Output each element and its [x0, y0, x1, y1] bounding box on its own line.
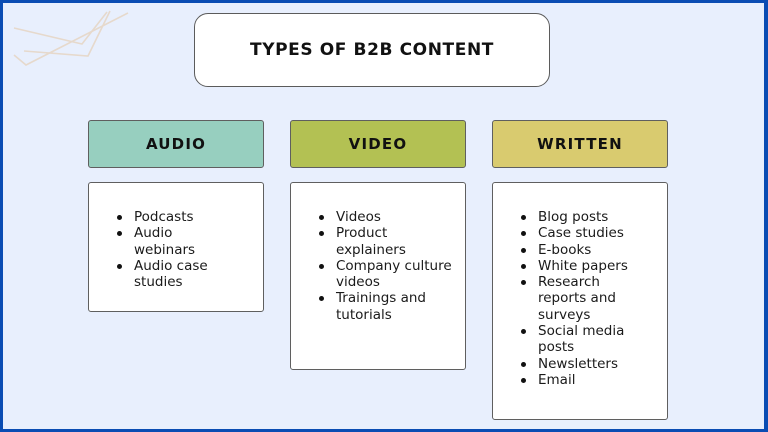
video-list-box: Videos Product explainers Company cultur… — [290, 182, 466, 370]
list-item: Audio case studies — [117, 258, 237, 291]
written-header: WRITTEN — [492, 120, 668, 168]
audio-list-box: Podcasts Audio webinars Audio case studi… — [88, 182, 264, 312]
bullet-icon — [521, 361, 526, 367]
bullet-icon — [521, 329, 526, 335]
list-item: Company culture videos — [319, 258, 461, 291]
bullet-icon — [521, 263, 526, 269]
list-item: Research reports and surveys — [521, 274, 646, 323]
bullet-icon — [319, 215, 324, 220]
written-list: Blog posts Case studies E-books White pa… — [521, 209, 646, 388]
audio-header: AUDIO — [88, 120, 264, 168]
decorative-lines-icon — [13, 10, 129, 66]
slide-canvas: TYPES OF B2B CONTENT AUDIO Podcasts Audi… — [3, 3, 764, 429]
written-list-box: Blog posts Case studies E-books White pa… — [492, 182, 668, 420]
bullet-icon — [117, 263, 122, 269]
list-item: Email — [521, 372, 646, 388]
list-item: Social media posts — [521, 323, 646, 356]
bullet-icon — [521, 231, 526, 237]
bullet-icon — [319, 296, 324, 302]
bullet-icon — [521, 215, 526, 220]
list-item: E-books — [521, 242, 646, 258]
bullet-icon — [117, 231, 122, 237]
video-list: Videos Product explainers Company cultur… — [319, 209, 461, 323]
audio-list: Podcasts Audio webinars Audio case studi… — [117, 209, 237, 290]
list-item: Videos — [319, 209, 461, 225]
list-item: White papers — [521, 258, 646, 274]
bullet-icon — [521, 377, 526, 383]
video-header-label: VIDEO — [348, 135, 408, 153]
bullet-icon — [117, 215, 122, 220]
written-header-label: WRITTEN — [537, 135, 623, 153]
list-item: Case studies — [521, 225, 646, 241]
list-item: Audio webinars — [117, 225, 237, 258]
list-item: Product explainers — [319, 225, 461, 258]
list-item: Newsletters — [521, 356, 646, 372]
video-header: VIDEO — [290, 120, 466, 168]
bullet-icon — [319, 263, 324, 269]
bullet-icon — [319, 231, 324, 237]
page-title: TYPES OF B2B CONTENT — [250, 40, 494, 60]
audio-header-label: AUDIO — [145, 135, 207, 153]
bullet-icon — [521, 280, 526, 286]
list-item: Blog posts — [521, 209, 646, 225]
bullet-icon — [521, 247, 526, 253]
list-item: Trainings and tutorials — [319, 290, 461, 323]
list-item: Podcasts — [117, 209, 237, 225]
title-box: TYPES OF B2B CONTENT — [194, 13, 550, 87]
